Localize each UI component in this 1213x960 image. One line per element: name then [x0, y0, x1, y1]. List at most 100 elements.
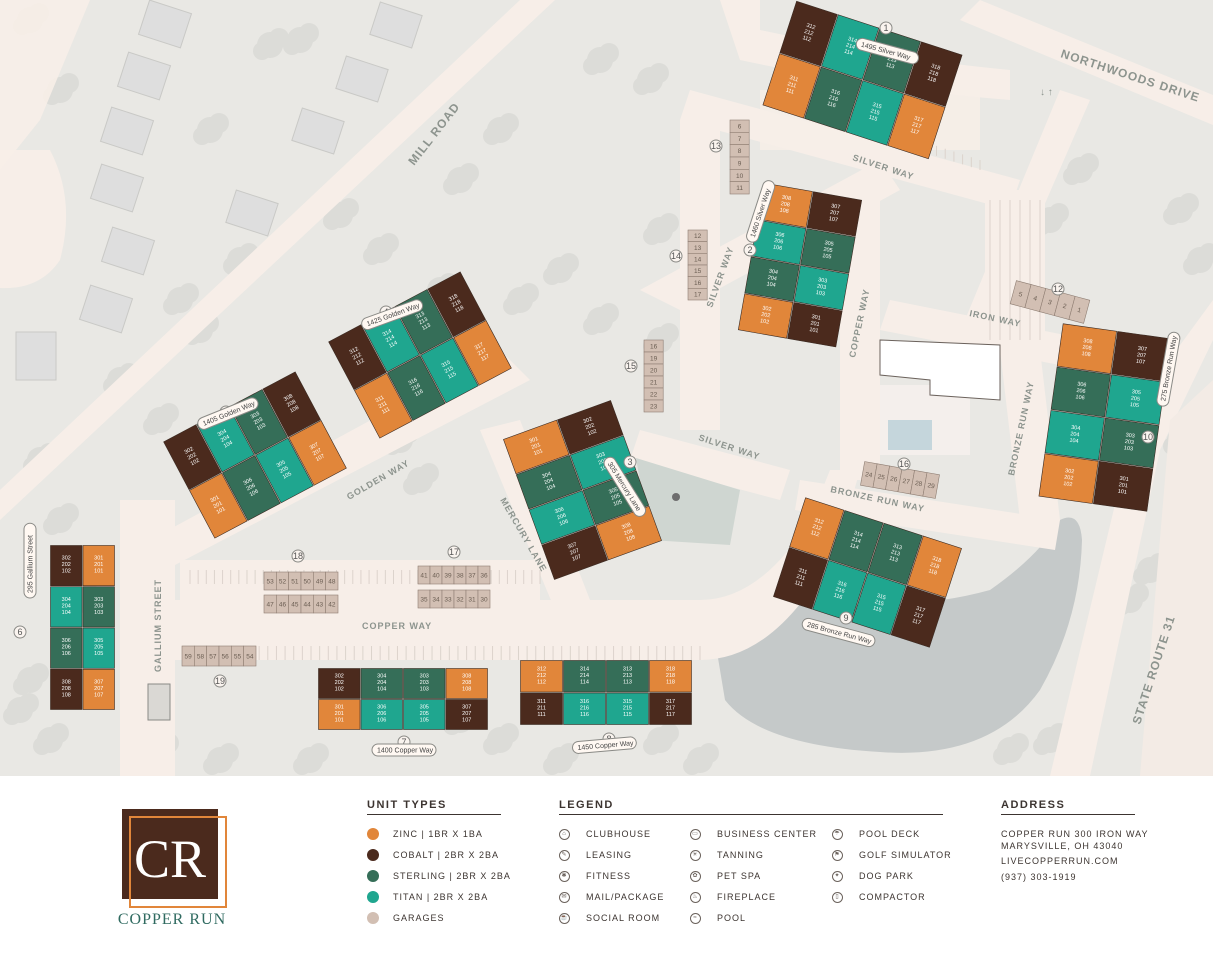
- unit-b1-3-1[interactable]: 317217117: [887, 93, 946, 160]
- building-number-6[interactable]: 6: [13, 625, 27, 639]
- unit-b5-0-0[interactable]: 302202102: [163, 424, 222, 490]
- garage-stall-51[interactable]: 51: [288, 571, 302, 591]
- unit-b5-1-1[interactable]: 306206106: [222, 455, 281, 521]
- garage-stall-44[interactable]: 44: [300, 594, 314, 614]
- garage-stall-16[interactable]: 16: [643, 339, 664, 353]
- garage-stall-34[interactable]: 34: [429, 589, 443, 609]
- garage-stall-19[interactable]: 19: [643, 351, 664, 365]
- garage-stall-50[interactable]: 50: [300, 571, 314, 591]
- unit-b2-2-1[interactable]: 303203103: [793, 265, 850, 311]
- garage-number-13[interactable]: 13: [709, 139, 723, 153]
- garage-stall-23[interactable]: 23: [643, 399, 664, 413]
- garage-stall-8[interactable]: 8: [729, 144, 750, 158]
- garage-stall-5[interactable]: 5: [1009, 280, 1032, 309]
- garage-stall-31[interactable]: 31: [465, 589, 479, 609]
- garage-stall-21[interactable]: 21: [643, 375, 664, 389]
- unit-b4-1-1[interactable]: 316216116: [387, 355, 446, 421]
- garage-stall-46[interactable]: 46: [276, 594, 289, 614]
- unit-b10-0-0[interactable]: 308208108: [1056, 323, 1117, 374]
- garage-stall-11[interactable]: 11: [729, 181, 750, 195]
- building-number-3[interactable]: 3: [623, 455, 637, 469]
- unit-b2-3-0[interactable]: 302202102: [737, 293, 794, 339]
- unit-b5-3-1[interactable]: 307207107: [288, 420, 347, 486]
- unit-b3-3-0[interactable]: 307207107: [541, 525, 608, 580]
- garage-stall-12[interactable]: 12: [687, 229, 708, 242]
- garage-stall-30[interactable]: 30: [477, 589, 491, 609]
- garage-stall-22[interactable]: 22: [643, 387, 664, 401]
- building-number-2[interactable]: 2: [743, 243, 757, 257]
- garage-stall-13[interactable]: 13: [687, 241, 708, 254]
- unit-b1-2-1[interactable]: 315215115: [845, 80, 904, 146]
- unit-b4-3-1[interactable]: 317217117: [453, 320, 512, 386]
- garage-stall-56[interactable]: 56: [218, 645, 232, 667]
- unit-b3-2-0[interactable]: 306206106: [528, 490, 596, 545]
- unit-b9-1-1[interactable]: 316216116: [812, 560, 868, 623]
- garage-stall-48[interactable]: 48: [325, 571, 339, 591]
- unit-b10-2-1[interactable]: 303203103: [1099, 417, 1160, 469]
- garage-stall-42[interactable]: 42: [325, 594, 339, 614]
- unit-b3-0-1[interactable]: 302202102: [557, 400, 624, 455]
- garage-stall-20[interactable]: 20: [643, 363, 664, 377]
- garage-stall-41[interactable]: 41: [417, 565, 431, 585]
- unit-b3-3-1[interactable]: 308208108: [595, 505, 662, 561]
- unit-b1-1-0[interactable]: 314214114: [821, 14, 880, 80]
- garage-number-15[interactable]: 15: [624, 359, 638, 373]
- unit-b2-1-0[interactable]: 306206106: [750, 219, 807, 265]
- unit-b9-1-0[interactable]: 314214114: [828, 510, 884, 573]
- unit-b3-1-0[interactable]: 304204104: [515, 455, 583, 510]
- unit-b10-1-1[interactable]: 305205105: [1105, 374, 1166, 425]
- garage-stall-37[interactable]: 37: [465, 565, 479, 585]
- phone-link[interactable]: (937) 303-1919: [1001, 872, 1077, 882]
- unit-b2-3-1[interactable]: 301201101: [787, 302, 843, 348]
- unit-b10-0-1[interactable]: 307207107: [1111, 331, 1172, 382]
- garage-stall-54[interactable]: 54: [243, 645, 257, 667]
- garage-stall-59[interactable]: 59: [181, 645, 195, 667]
- unit-b2-1-1[interactable]: 305205105: [800, 228, 856, 274]
- unit-b9-0-1[interactable]: 311211111: [773, 547, 829, 610]
- unit-b4-2-1[interactable]: 315215115: [420, 337, 479, 404]
- garage-stall-1[interactable]: 1: [1068, 295, 1091, 324]
- garage-number-12[interactable]: 12: [1051, 282, 1065, 296]
- garage-stall-43[interactable]: 43: [313, 594, 326, 614]
- garage-stall-57[interactable]: 57: [206, 645, 220, 667]
- unit-b10-3-1[interactable]: 301201101: [1093, 461, 1154, 512]
- unit-b1-0-1[interactable]: 311211111: [762, 53, 821, 119]
- unit-b3-2-1[interactable]: 305205105: [582, 470, 650, 525]
- garage-stall-10[interactable]: 10: [729, 169, 750, 182]
- unit-b5-3-0[interactable]: 308208108: [262, 371, 321, 438]
- garage-stall-52[interactable]: 52: [276, 571, 289, 591]
- garage-number-18[interactable]: 18: [291, 549, 305, 563]
- garage-stall-17[interactable]: 17: [687, 288, 708, 301]
- garage-stall-32[interactable]: 32: [453, 589, 467, 609]
- garage-stall-55[interactable]: 55: [231, 645, 244, 667]
- garage-stall-9[interactable]: 9: [729, 156, 750, 170]
- unit-b1-3-0[interactable]: 318218118: [904, 41, 963, 107]
- unit-b2-0-1[interactable]: 307207107: [806, 191, 863, 237]
- garage-number-17[interactable]: 17: [447, 545, 461, 559]
- garage-stall-49[interactable]: 49: [313, 571, 326, 591]
- garage-stall-53[interactable]: 53: [263, 571, 277, 591]
- garage-number-14[interactable]: 14: [669, 249, 683, 263]
- unit-b9-2-1[interactable]: 315215115: [851, 572, 907, 635]
- building-number-10[interactable]: 10: [1141, 430, 1155, 444]
- website-link[interactable]: LIVECOPPERRUN.COM: [1001, 856, 1119, 866]
- garage-stall-33[interactable]: 33: [441, 589, 455, 609]
- unit-b1-0-0[interactable]: 312212112: [779, 0, 838, 67]
- building-number-1[interactable]: 1: [879, 21, 893, 35]
